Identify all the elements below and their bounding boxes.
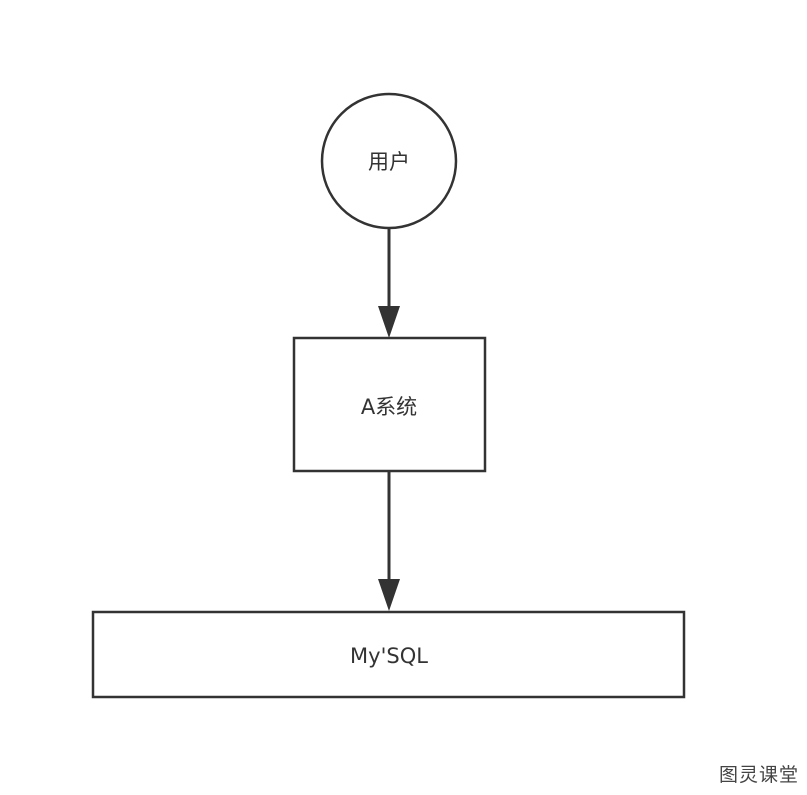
- user-node-label: 用户: [368, 150, 410, 174]
- system-node-label: A系统: [361, 395, 417, 419]
- edge-system-to-database: [378, 471, 400, 611]
- edge-system-to-database-arrowhead: [378, 579, 400, 611]
- database-node-label: My'SQL: [350, 644, 428, 668]
- database-node-shape: [91, 610, 686, 699]
- user-node: 用户: [320, 92, 458, 230]
- edge-user-to-system-arrowhead: [378, 306, 400, 338]
- system-node-shape: [292, 336, 487, 473]
- edge-user-to-system: [378, 228, 400, 338]
- watermark-text: 图灵课堂: [718, 764, 799, 786]
- database-node: My'SQL: [91, 610, 686, 699]
- system-node: A系统: [292, 336, 487, 473]
